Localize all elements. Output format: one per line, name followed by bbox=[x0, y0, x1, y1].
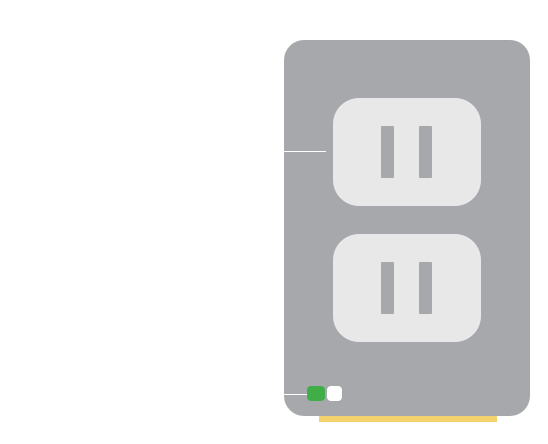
indicator-leader-line bbox=[284, 394, 310, 395]
led-switch-icon bbox=[327, 386, 342, 401]
led-indicator-icon bbox=[307, 386, 325, 401]
indicator-group bbox=[307, 386, 343, 401]
lower-receptacle-right-slot bbox=[419, 262, 432, 314]
lower-receptacle bbox=[333, 234, 481, 342]
wall-outlet-icon bbox=[284, 40, 530, 416]
lower-receptacle-left-slot bbox=[381, 262, 394, 314]
base-strip bbox=[319, 412, 497, 422]
upper-receptacle bbox=[333, 98, 481, 206]
upper-receptacle-right-slot bbox=[419, 126, 432, 178]
receptacle-leader-line bbox=[284, 151, 326, 152]
upper-receptacle-left-slot bbox=[381, 126, 394, 178]
